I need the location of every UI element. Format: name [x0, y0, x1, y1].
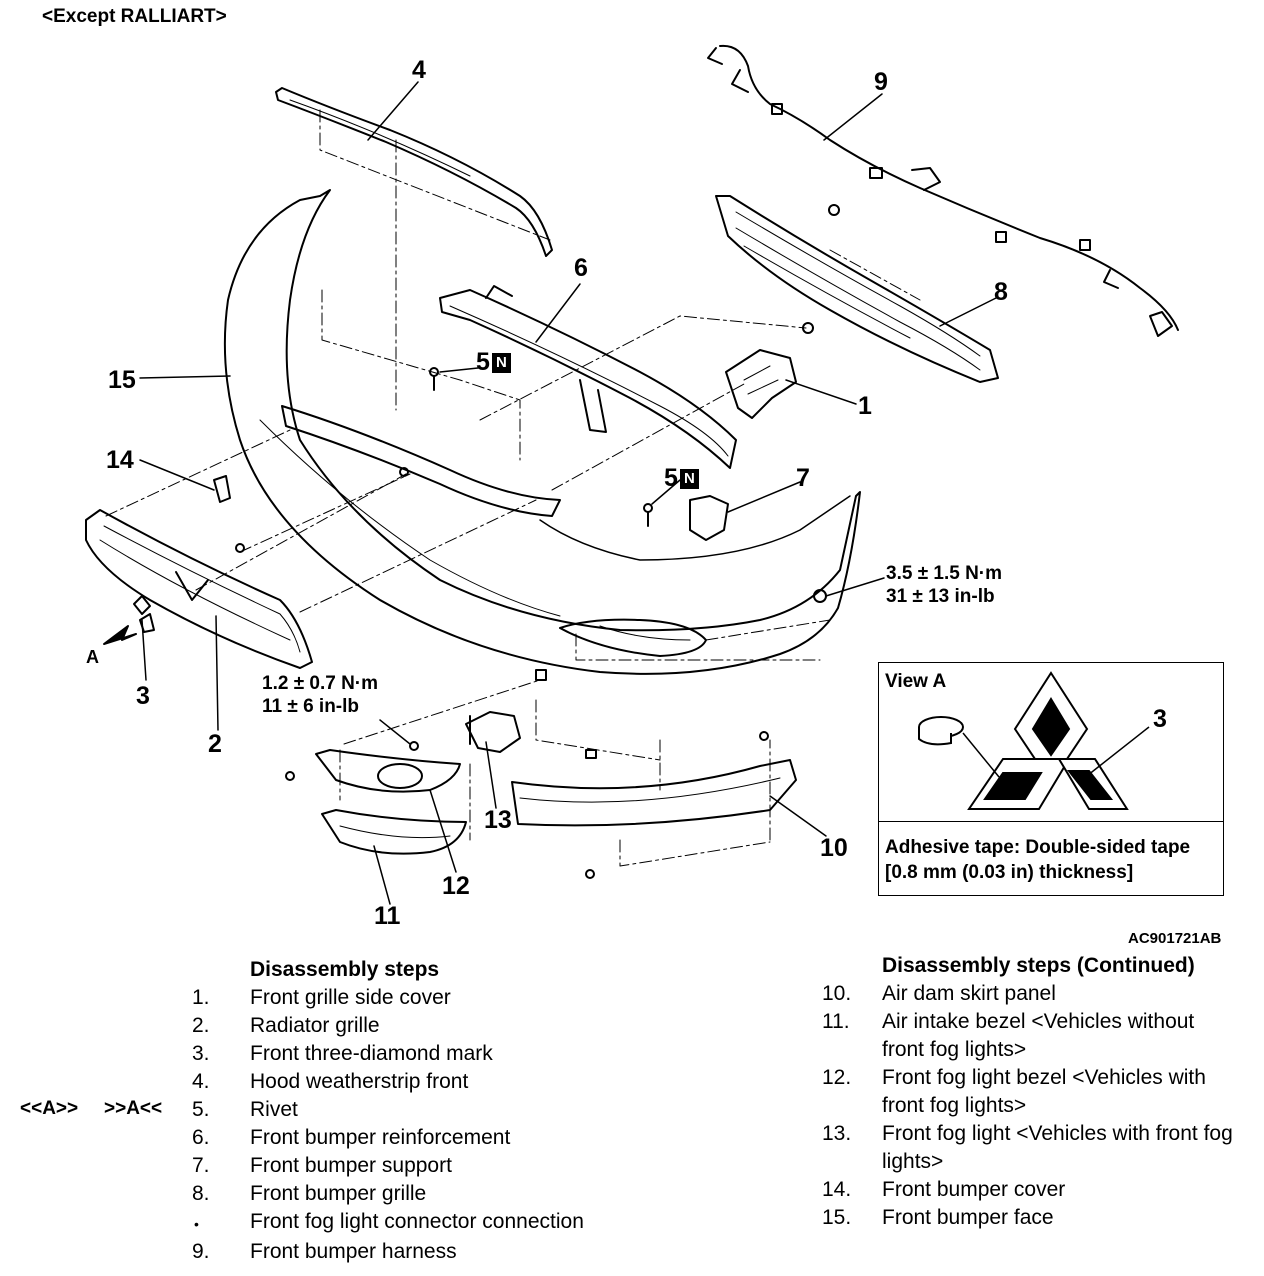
three-diamond-emblem-icon [918, 671, 1150, 810]
view-a-title: View A [885, 671, 947, 692]
step-text: Front bumper cover [882, 1178, 1066, 1201]
view-a-divider [879, 821, 1223, 822]
air-dam-skirt-part [511, 759, 797, 827]
alignment-lines [105, 109, 921, 867]
callout-15: 15 [108, 366, 136, 394]
callout-11: 11 [374, 902, 401, 930]
figure-code: AC901721AB [1128, 930, 1222, 947]
step-number: 14. [822, 1178, 852, 1201]
callout-9: 9 [874, 68, 888, 96]
step-text: Front bumper reinforcement [250, 1126, 511, 1149]
step-text: Hood weatherstrip front [250, 1070, 469, 1093]
step-number: 8. [192, 1182, 210, 1205]
new-part-n-icon: N [679, 469, 699, 489]
step-text: Front fog light bezel <Vehicles with fro… [882, 1066, 1206, 1117]
step-text: Front grille side cover [250, 986, 451, 1009]
bumper-grille-part [715, 195, 999, 383]
fog-light-bezel-part [315, 749, 461, 793]
removal-reference-mark: <<A>> [20, 1098, 79, 1119]
callout-12: 12 [442, 872, 470, 900]
exploded-view-drawing [85, 44, 1179, 905]
step-number: 12. [822, 1066, 852, 1089]
callout-6: 6 [574, 254, 588, 282]
view-a-arrow-icon [103, 625, 137, 645]
torque-nm: 1.2 ± 0.7 N·m [262, 673, 379, 694]
radiator-grille-part [85, 509, 313, 669]
view-a-adhesive-note: Adhesive tape: Double-sided tape [0.8 mm… [885, 837, 1191, 883]
torque-spec-bezel: 1.2 ± 0.7 N·m 11 ± 6 in-lb [262, 672, 378, 718]
step-number: 10. [822, 982, 852, 1005]
view-a-arrow-label: A [86, 647, 99, 667]
callout-10: 10 [820, 834, 848, 862]
step-number: 1. [192, 986, 210, 1009]
step-number: 3. [192, 1042, 210, 1065]
step-number: 13. [822, 1122, 852, 1145]
step-number: 7. [192, 1154, 210, 1177]
step-text: Front three-diamond mark [250, 1042, 493, 1065]
installation-reference-mark: >>A<< [104, 1098, 163, 1119]
torque-inlb: 11 ± 6 in-lb [262, 696, 360, 717]
step-text: Front bumper harness [250, 1240, 457, 1263]
bumper-cover-part [213, 405, 561, 517]
torque-inlb: 31 ± 13 in-lb [886, 586, 995, 607]
step-number: 15. [822, 1206, 852, 1229]
step-number: 5. [192, 1098, 210, 1121]
air-intake-bezel-part [321, 809, 467, 855]
fasteners [235, 204, 840, 879]
callout-3: 3 [136, 682, 150, 710]
view-a-inset: View A 3 Adhesive tape: Double-sided tap… [878, 662, 1224, 896]
leader-lines [139, 81, 997, 905]
step-text: Front fog light <Vehicles with front fog… [882, 1122, 1233, 1173]
step-number: 9. [192, 1240, 210, 1263]
steps-right-heading: Disassembly steps (Continued) [882, 954, 1195, 977]
view-a-callout-3: 3 [1153, 705, 1167, 733]
bumper-harness-part [707, 44, 1179, 337]
torque-nm: 3.5 ± 1.5 N·m [886, 563, 1003, 584]
step-text: Front fog light connector connection [250, 1210, 584, 1233]
bumper-reinforcement-part [439, 285, 737, 469]
callout-7: 7 [796, 464, 810, 492]
step-number: 6. [192, 1126, 210, 1149]
callout-1: 1 [858, 392, 872, 420]
hood-weatherstrip-part [275, 87, 553, 257]
new-part-n-icon: N [491, 353, 511, 373]
callout-4: 4 [412, 56, 426, 84]
step-number: 11. [822, 1010, 850, 1033]
step-text: Front bumper face [882, 1206, 1054, 1229]
bumper-support-part [689, 495, 729, 541]
callout-5-lower-number: 5 [664, 464, 678, 492]
step-text: Front bumper grille [250, 1182, 427, 1205]
step-bullet: • [194, 1216, 199, 1232]
bumper-face-part [223, 189, 861, 675]
callout-5-upper-number: 5 [476, 348, 490, 376]
grille-side-cover-part [725, 349, 797, 419]
step-text: Radiator grille [250, 1014, 380, 1037]
callout-13: 13 [484, 806, 512, 834]
step-number: 4. [192, 1070, 210, 1093]
step-text: Air intake bezel <Vehicles without front… [882, 1010, 1195, 1061]
step-text: Front bumper support [250, 1154, 452, 1177]
callout-2: 2 [208, 730, 222, 758]
fog-light-part [465, 711, 521, 753]
callout-8: 8 [994, 278, 1008, 306]
torque-spec-bumper: 3.5 ± 1.5 N·m 31 ± 13 in-lb [886, 562, 1002, 608]
callout-14: 14 [106, 446, 134, 474]
diagram-header: <Except RALLIART> [42, 6, 227, 27]
step-text: Air dam skirt panel [882, 982, 1056, 1005]
steps-left-heading: Disassembly steps [250, 958, 440, 981]
step-text: Rivet [250, 1098, 298, 1121]
step-number: 2. [192, 1014, 210, 1037]
